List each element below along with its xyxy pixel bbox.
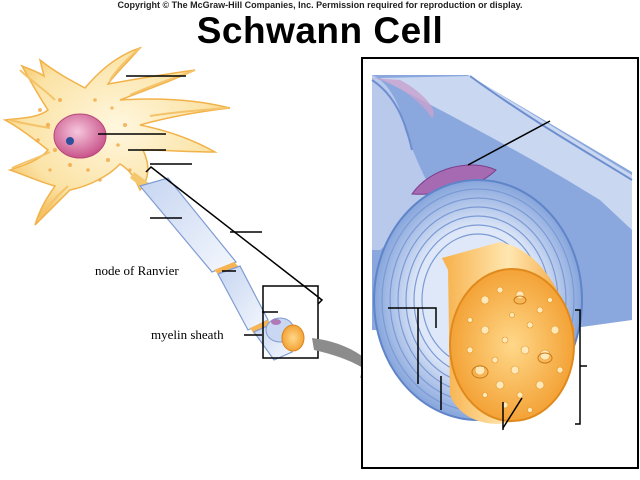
- myelinated-axon: [130, 172, 305, 361]
- label-lines-right: [388, 120, 587, 430]
- neuron-cell-body: [2, 46, 231, 226]
- page-title: Schwann Cell: [196, 10, 444, 51]
- nucleolus: [66, 137, 74, 145]
- axon-cross-section: [442, 242, 575, 424]
- node-of-ranvier-label: node of Ranvier: [95, 263, 179, 278]
- label-lines-left: [98, 75, 278, 336]
- myelin-sheath-label: myelin sheath: [151, 327, 224, 342]
- axon-bracket: [145, 166, 324, 305]
- magnified-region-box: [262, 285, 319, 359]
- copyright-notice: Copyright © The McGraw-Hill Companies, I…: [117, 0, 523, 10]
- nucleus: [53, 113, 107, 159]
- enlarged-panel: [361, 57, 639, 469]
